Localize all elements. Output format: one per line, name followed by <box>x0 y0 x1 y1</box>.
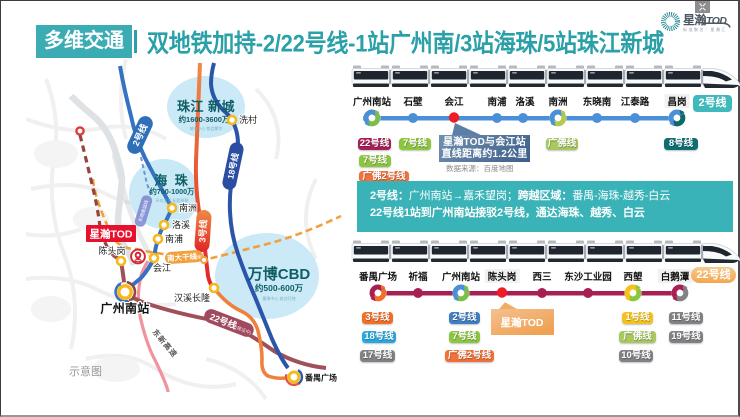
svg-text:城市中心 都会繁华: 城市中心 都会繁华 <box>189 125 222 131</box>
svg-text:约700-1000万: 约700-1000万 <box>150 187 195 196</box>
svg-text:(在建): (在建) <box>191 253 203 260</box>
svg-text:南大干线: 南大干线 <box>167 251 198 263</box>
svg-text:洛溪: 洛溪 <box>172 219 190 230</box>
svg-text:示意图: 示意图 <box>69 364 102 378</box>
svg-text:星瀚TOD: 星瀚TOD <box>90 228 133 241</box>
svg-text:万博CBD: 万博CBD <box>247 265 311 283</box>
svg-text:约1600-3600万: 约1600-3600万 <box>179 114 230 124</box>
svg-text:番禺广场: 番禺广场 <box>304 373 337 383</box>
svg-text:3号线: 3号线 <box>196 219 209 243</box>
svg-text:洗村: 洗村 <box>239 114 257 125</box>
svg-text:番禺中心 商业旺地: 番禺中心 商业旺地 <box>262 295 295 301</box>
svg-text:广州南站: 广州南站 <box>100 301 149 316</box>
svg-text:海 珠: 海 珠 <box>154 173 190 188</box>
svg-text:约500-600万: 约500-600万 <box>255 283 304 293</box>
svg-text:珠江 新城: 珠江 新城 <box>177 99 235 114</box>
svg-text:星瀚TOD: 星瀚TOD <box>501 316 544 329</box>
svg-text:环岛生活 配套成熟: 环岛生活 配套成熟 <box>155 197 188 203</box>
svg-text:东新高速: 东新高速 <box>151 327 181 359</box>
svg-text:南浦: 南浦 <box>165 233 183 244</box>
svg-text:汉溪长隆: 汉溪长隆 <box>174 292 210 303</box>
svg-text:会江: 会江 <box>153 262 171 273</box>
svg-text:南洲: 南洲 <box>179 202 197 213</box>
svg-text:陈头岗: 陈头岗 <box>98 245 125 256</box>
